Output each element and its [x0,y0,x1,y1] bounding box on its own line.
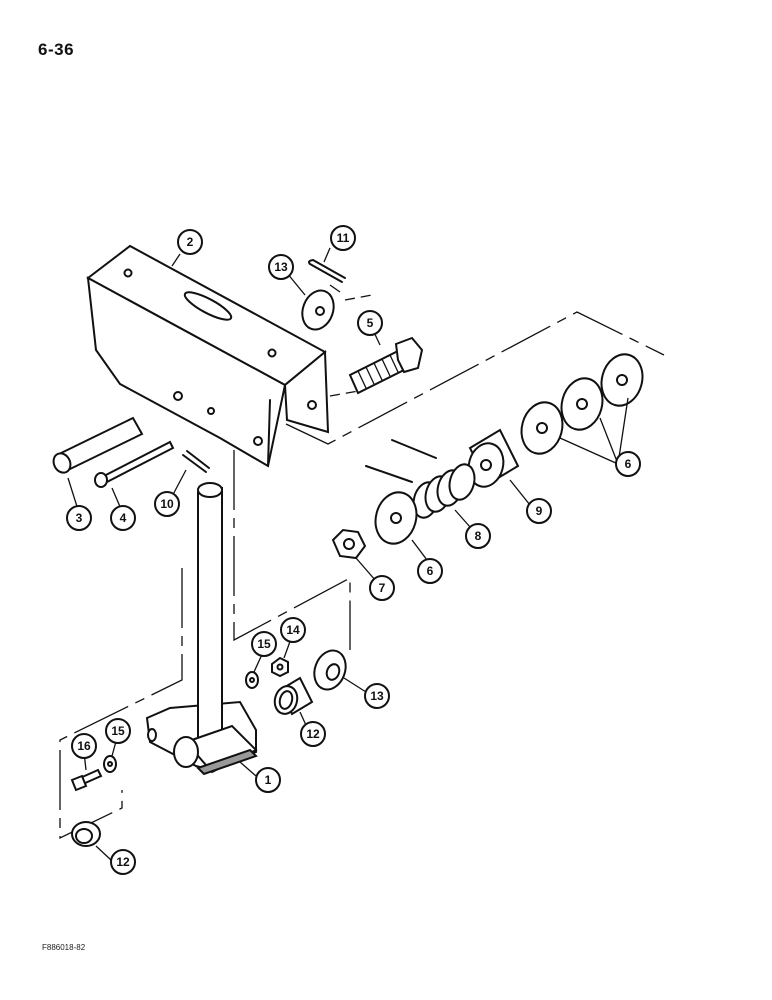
svg-text:14: 14 [286,623,300,637]
reference-lines [59,284,665,840]
svg-text:8: 8 [475,529,482,543]
callout-12-lower: 12 [110,849,136,875]
bolt-part-5 [348,336,424,395]
spacer-part-9 [467,428,520,488]
bushing-part-12-upper [273,676,314,716]
svg-text:5: 5 [367,316,374,330]
washer-part-6-left [374,491,418,545]
callout-14: 14 [280,617,306,643]
svg-text:13: 13 [274,260,288,274]
svg-text:12: 12 [306,727,320,741]
svg-text:12: 12 [116,855,130,869]
washer-part-6-a [520,401,564,455]
spring-part-8 [365,439,476,519]
callout-16: 16 [71,733,97,759]
washer-part-6-c [600,353,644,407]
callout-5: 5 [357,310,383,336]
washer-part-6-b [560,377,604,431]
cotter-pin-part-11 [308,259,346,283]
callout-11: 11 [330,225,356,251]
svg-text:9: 9 [536,504,543,518]
nut-part-14 [271,656,289,678]
bracket-part-2 [86,244,330,468]
bushing-part-12-lower [71,821,101,847]
svg-text:1: 1 [265,773,272,787]
callout-15-lower: 15 [105,718,131,744]
page-number: 6-36 [38,40,75,59]
svg-text:6: 6 [427,564,434,578]
svg-text:13: 13 [370,689,384,703]
callout-8: 8 [465,523,491,549]
svg-text:15: 15 [111,724,125,738]
figure-code: F886018-82 [42,943,86,952]
callout-3: 3 [66,505,92,531]
callout-7: 7 [369,575,395,601]
screw-part-16 [70,768,103,792]
svg-text:16: 16 [77,739,91,753]
callout-13-top: 13 [268,254,294,280]
svg-text:2: 2 [187,235,194,249]
svg-text:7: 7 [379,581,386,595]
svg-text:6: 6 [625,457,632,471]
svg-text:11: 11 [337,231,350,245]
callout-2: 2 [177,229,203,255]
svg-text:3: 3 [76,511,83,525]
svg-text:10: 10 [160,497,174,511]
callout-15-upper: 15 [251,631,277,657]
callout-9: 9 [526,498,552,524]
washer-part-15-upper [245,671,259,689]
washer-part-13-lower [313,649,347,691]
lever-part-1 [145,482,258,776]
callout-6-right: 6 [615,451,641,477]
callout-13-lower: 13 [364,683,390,709]
callout-1: 1 [255,767,281,793]
washer-part-15-lower [103,755,117,773]
pin-part-3 [52,416,144,474]
callout-12-upper: 12 [300,721,326,747]
callout-4: 4 [110,505,136,531]
svg-text:15: 15 [257,637,271,651]
washer-part-13-top [301,289,335,331]
callout-6-left: 6 [417,558,443,584]
nut-part-7 [331,528,367,560]
callout-10: 10 [154,491,180,517]
cotter-pin-part-10 [182,450,210,473]
svg-text:4: 4 [120,511,127,525]
clevis-pin-part-4 [94,440,175,488]
